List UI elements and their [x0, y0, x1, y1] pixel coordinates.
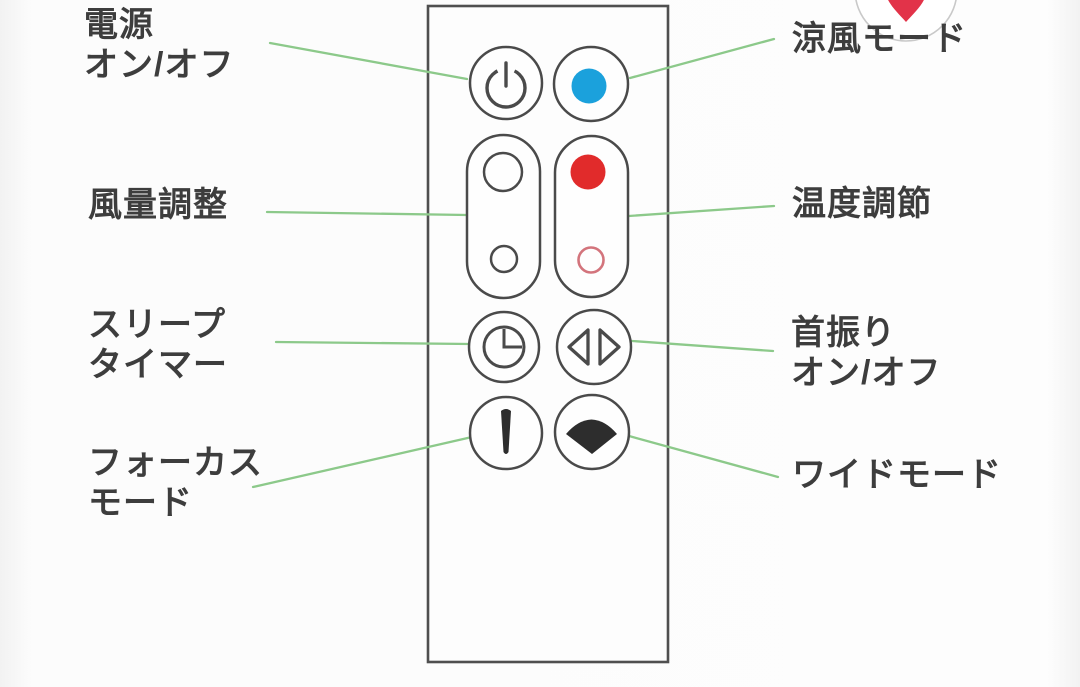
wide-mode-button[interactable] [553, 393, 631, 471]
thermostat-rocker[interactable] [553, 134, 630, 299]
label-focus-mode: フォーカス モード [88, 444, 263, 522]
blue-dot-icon [571, 68, 607, 104]
label-power: 電源 オン/オフ [84, 6, 235, 84]
connector-line-airflow [265, 210, 469, 217]
connector-lines [251, 37, 780, 489]
label-wide-mode: ワイドモード [792, 456, 1002, 494]
label-airflow: 風量調整 [88, 186, 228, 224]
remote-body-outline [426, 4, 670, 664]
label-temperature: 温度調節 [792, 185, 932, 223]
fan-speed-up-dot [482, 151, 524, 193]
favorite-badge[interactable] [855, 0, 957, 42]
sleep-timer-button[interactable] [467, 310, 541, 384]
power-icon [485, 61, 527, 109]
label-oscillation: 首振り オン/オフ [791, 314, 942, 392]
connector-line-oscillation [630, 339, 775, 353]
connector-line-temp [627, 204, 776, 218]
connector-line-sleep [274, 340, 472, 346]
connector-line-cool [628, 37, 776, 80]
label-sleep-timer: スリープ タイマー [88, 306, 228, 384]
wide-jet-icon [566, 419, 617, 454]
clock-icon [482, 325, 526, 369]
remote-buttons [465, 45, 633, 471]
temp-up-dot [570, 154, 606, 190]
connector-line-focus [251, 435, 474, 489]
oscillation-button[interactable] [555, 308, 633, 386]
heart-icon [888, 0, 924, 22]
temp-down-ring [577, 246, 605, 274]
fan-speed-down-dot [489, 244, 519, 274]
connector-line-power [268, 41, 469, 81]
oscillation-arrows-icon [567, 328, 621, 366]
cool-mode-button[interactable] [552, 45, 630, 123]
label-cool-mode: 涼風モード [792, 20, 967, 58]
narrow-jet-icon [501, 409, 511, 454]
connector-line-wide [627, 434, 780, 479]
fan-speed-rocker[interactable] [465, 133, 542, 300]
power-button[interactable] [468, 45, 544, 121]
focus-mode-button[interactable] [468, 395, 544, 471]
